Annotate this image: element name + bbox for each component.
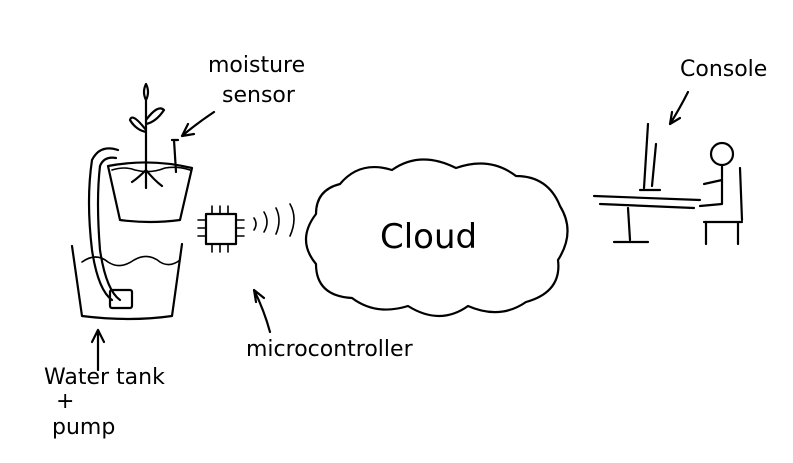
arrow-moisture-sensor xyxy=(180,110,216,138)
arrow-microcontroller xyxy=(252,288,272,334)
chip-pins xyxy=(197,205,245,253)
plant-icon xyxy=(128,82,166,190)
hose-pipe xyxy=(87,147,122,302)
monitor-icon xyxy=(638,122,662,192)
arrow-water-tank xyxy=(90,328,106,372)
microcontroller-label: microcontroller xyxy=(246,337,414,362)
chip-body xyxy=(204,212,238,246)
water-tank-plus: + xyxy=(56,389,74,414)
desk xyxy=(592,194,702,244)
water-tank xyxy=(70,242,184,321)
microcontroller-chip xyxy=(197,203,295,253)
moisture-sensor-probe xyxy=(170,138,180,174)
wireless-signal-icon xyxy=(253,203,295,237)
water-tank-label: Water tank xyxy=(44,365,165,390)
moisture-sensor-label-2: sensor xyxy=(222,83,296,108)
water-tank-group xyxy=(70,147,184,321)
plant-pot xyxy=(106,161,194,224)
plant-pot-group xyxy=(106,82,194,224)
water-surface xyxy=(81,255,181,267)
cloud-label: Cloud xyxy=(380,217,477,257)
person-body xyxy=(698,164,744,246)
cloud-shape xyxy=(304,158,569,317)
soil-line xyxy=(111,166,191,173)
console-group xyxy=(592,122,744,246)
arrow-console xyxy=(668,90,690,126)
console-label: Console xyxy=(680,57,767,82)
moisture-sensor-label: moisture xyxy=(208,53,305,78)
person-head xyxy=(709,141,735,167)
water-tank-pump-label: pump xyxy=(52,415,115,440)
